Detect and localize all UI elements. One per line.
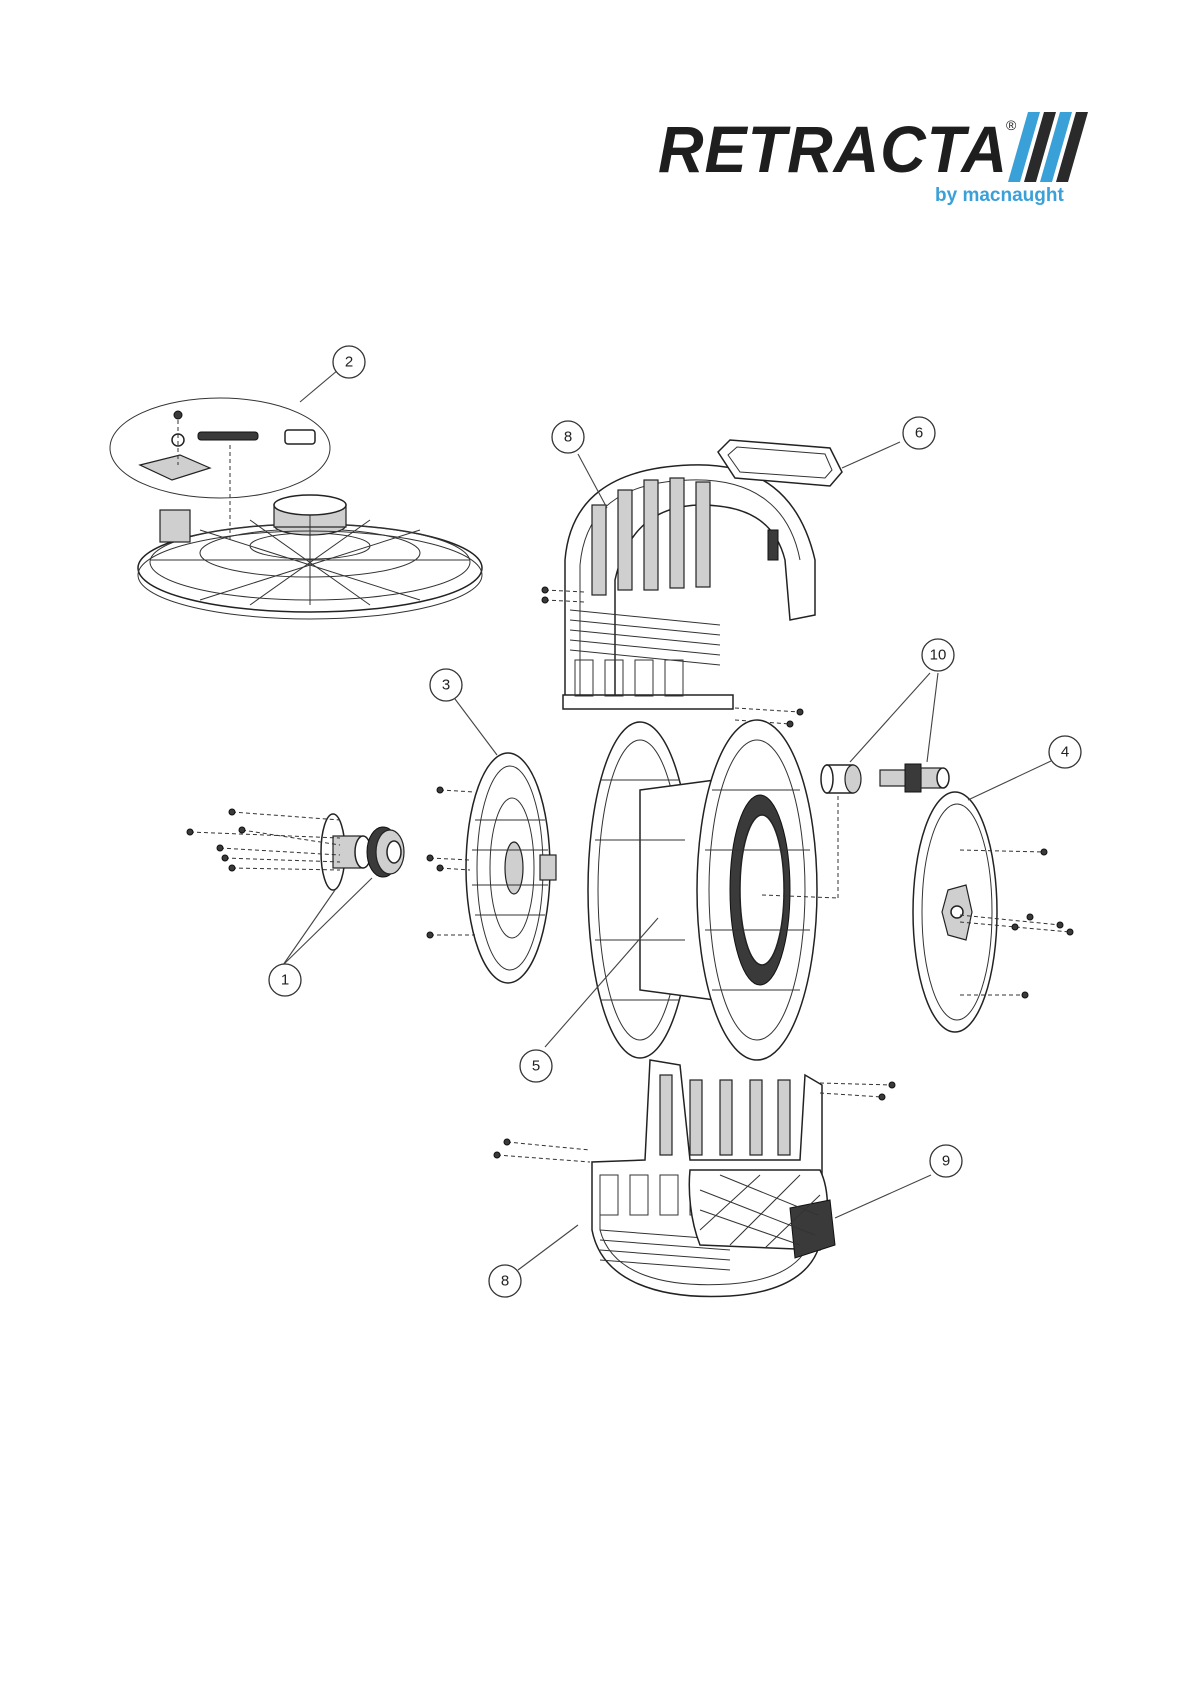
callout-8-top: 8 (552, 421, 584, 453)
callout-6: 6 (903, 417, 935, 449)
callout-9: 9 (930, 1145, 962, 1177)
part-back-plate (138, 495, 482, 619)
callout-5-label: 5 (532, 1058, 540, 1075)
brand-logo: RETRACTA ® by macnaught (658, 112, 1088, 206)
part-bottom-grille (689, 1170, 835, 1258)
callout-4-label: 4 (1061, 744, 1069, 761)
part-reel-drum (588, 720, 838, 1060)
callout-1: 1 (269, 964, 301, 996)
logo-stripes-icon (1008, 112, 1088, 182)
callout-10-label: 10 (930, 647, 947, 664)
part-top-housing (542, 465, 815, 727)
logo-wordmark: RETRACTA (658, 112, 1008, 186)
logo-subtitle: by macnaught (935, 185, 1064, 206)
callout-6-label: 6 (915, 425, 923, 442)
callout-5: 5 (520, 1050, 552, 1082)
callout-8-bottom: 8 (489, 1265, 521, 1297)
callout-2: 2 (333, 346, 365, 378)
part-left-side-disc (427, 753, 556, 983)
part-right-side-cover (913, 792, 1073, 1032)
callout-10: 10 (922, 639, 954, 671)
callout-4: 4 (1049, 736, 1081, 768)
callout-3-label: 3 (442, 677, 450, 694)
callout-9-label: 9 (942, 1153, 950, 1170)
callout-1-label: 1 (281, 972, 289, 989)
part-swivel-joint (821, 764, 949, 793)
callout-3: 3 (430, 669, 462, 701)
logo-registered-mark: ® (1006, 117, 1017, 133)
callout-8-bottom-label: 8 (501, 1273, 509, 1290)
callout-2-label: 2 (345, 354, 353, 371)
callout-8-top-label: 8 (564, 429, 572, 446)
hub-screws (187, 809, 340, 871)
